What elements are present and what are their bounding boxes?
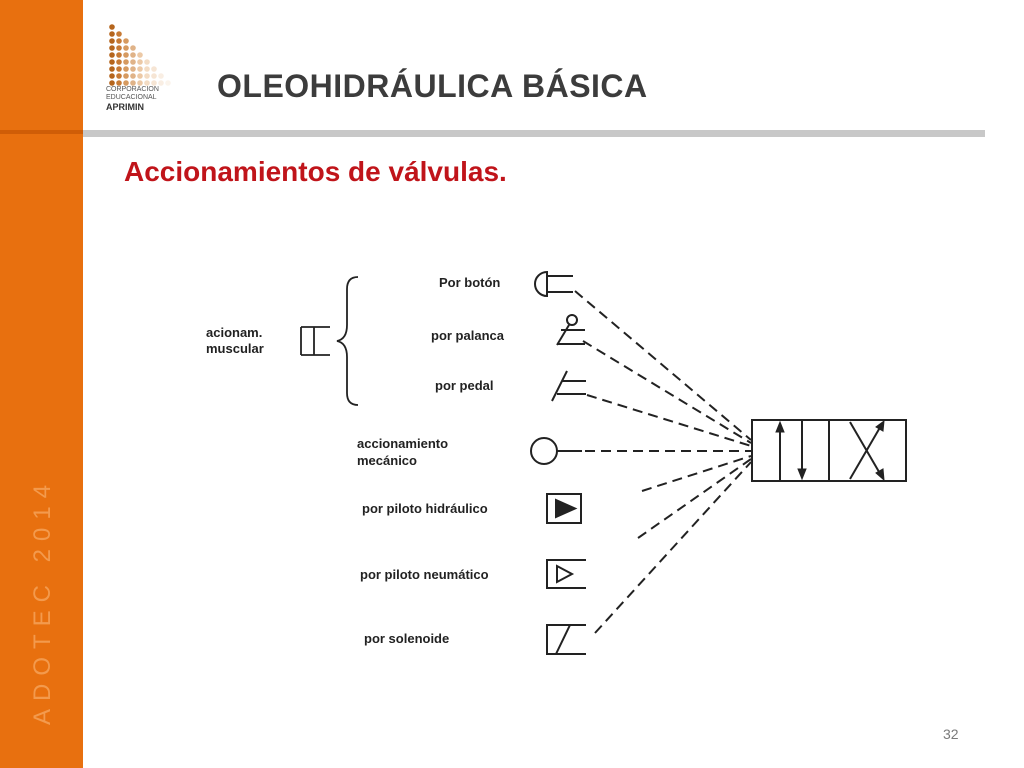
valve-body-icon [751,419,907,482]
lever-icon [556,314,585,346]
page-title: OLEOHIDRÁULICA BÁSICA [217,68,648,104]
muscular-actuation-icon [300,326,330,356]
connection-lines [574,290,752,634]
pneumatic-pilot-icon [546,559,586,589]
logo-line1: CORPORACION [106,86,159,93]
mechanical-roller-icon [530,437,582,465]
label-por-palanca: por palanca [431,328,505,343]
valve-actuation-diagram: acionam. muscular Por botón por palanca … [206,270,907,655]
title-divider [83,130,985,137]
label-piloto-neumatico: por piloto neumático [360,567,489,582]
label-por-solenoide: por solenoide [364,631,449,646]
logo-brand: APRIMIN [106,102,144,112]
company-logo [109,24,171,86]
label-por-pedal: por pedal [435,378,494,393]
label-por-boton: Por botón [439,275,500,290]
logo-text: CORPORACION EDUCACIONAL APRIMIN [106,86,176,113]
group-label-line2: muscular [206,341,264,356]
sidebar-stripe [0,130,83,134]
pedal-icon [551,370,586,402]
page-number: 32 [943,726,959,742]
label-mecanico-line2: mecánico [357,453,417,468]
logo-dots-icon [109,24,171,86]
logo-line2: EDUCACIONAL [106,94,157,101]
solenoid-icon [546,624,586,655]
sidebar: ADOTEC 2014 [0,0,83,768]
push-button-icon [534,270,573,298]
hydraulic-pilot-icon [546,493,582,524]
label-mecanico-line1: accionamiento [357,436,448,451]
slide-subtitle: Accionamientos de válvulas. [124,156,507,187]
group-brace-icon [336,276,359,406]
sidebar-vertical-text: ADOTEC 2014 [29,476,56,725]
group-label-line1: acionam. [206,325,262,340]
label-piloto-hidraulico: por piloto hidráulico [362,501,488,516]
